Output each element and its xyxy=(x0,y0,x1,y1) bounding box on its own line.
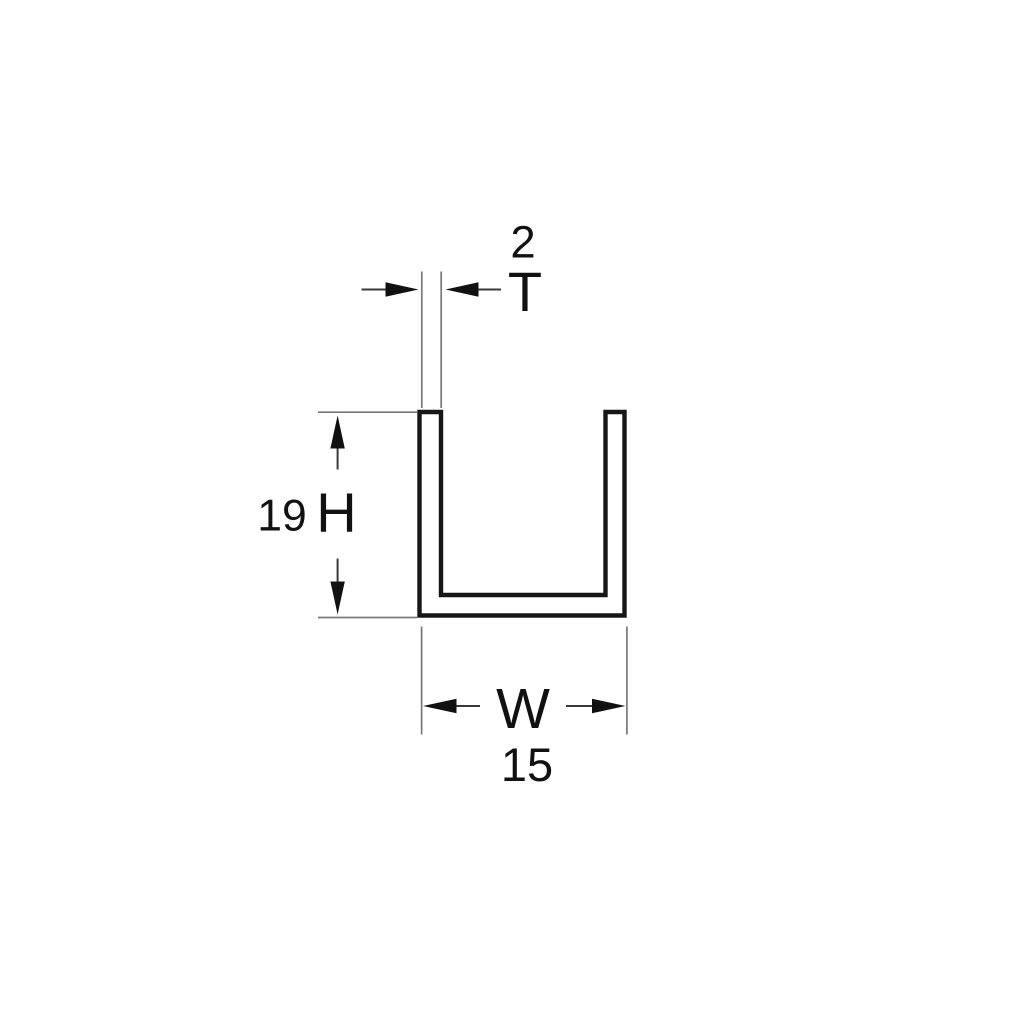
svg-text:2: 2 xyxy=(510,217,535,268)
svg-text:T: T xyxy=(508,260,542,323)
svg-text:15: 15 xyxy=(501,738,553,791)
svg-text:W: W xyxy=(496,677,550,741)
svg-text:19: 19 xyxy=(257,492,307,541)
svg-text:H: H xyxy=(316,481,356,544)
